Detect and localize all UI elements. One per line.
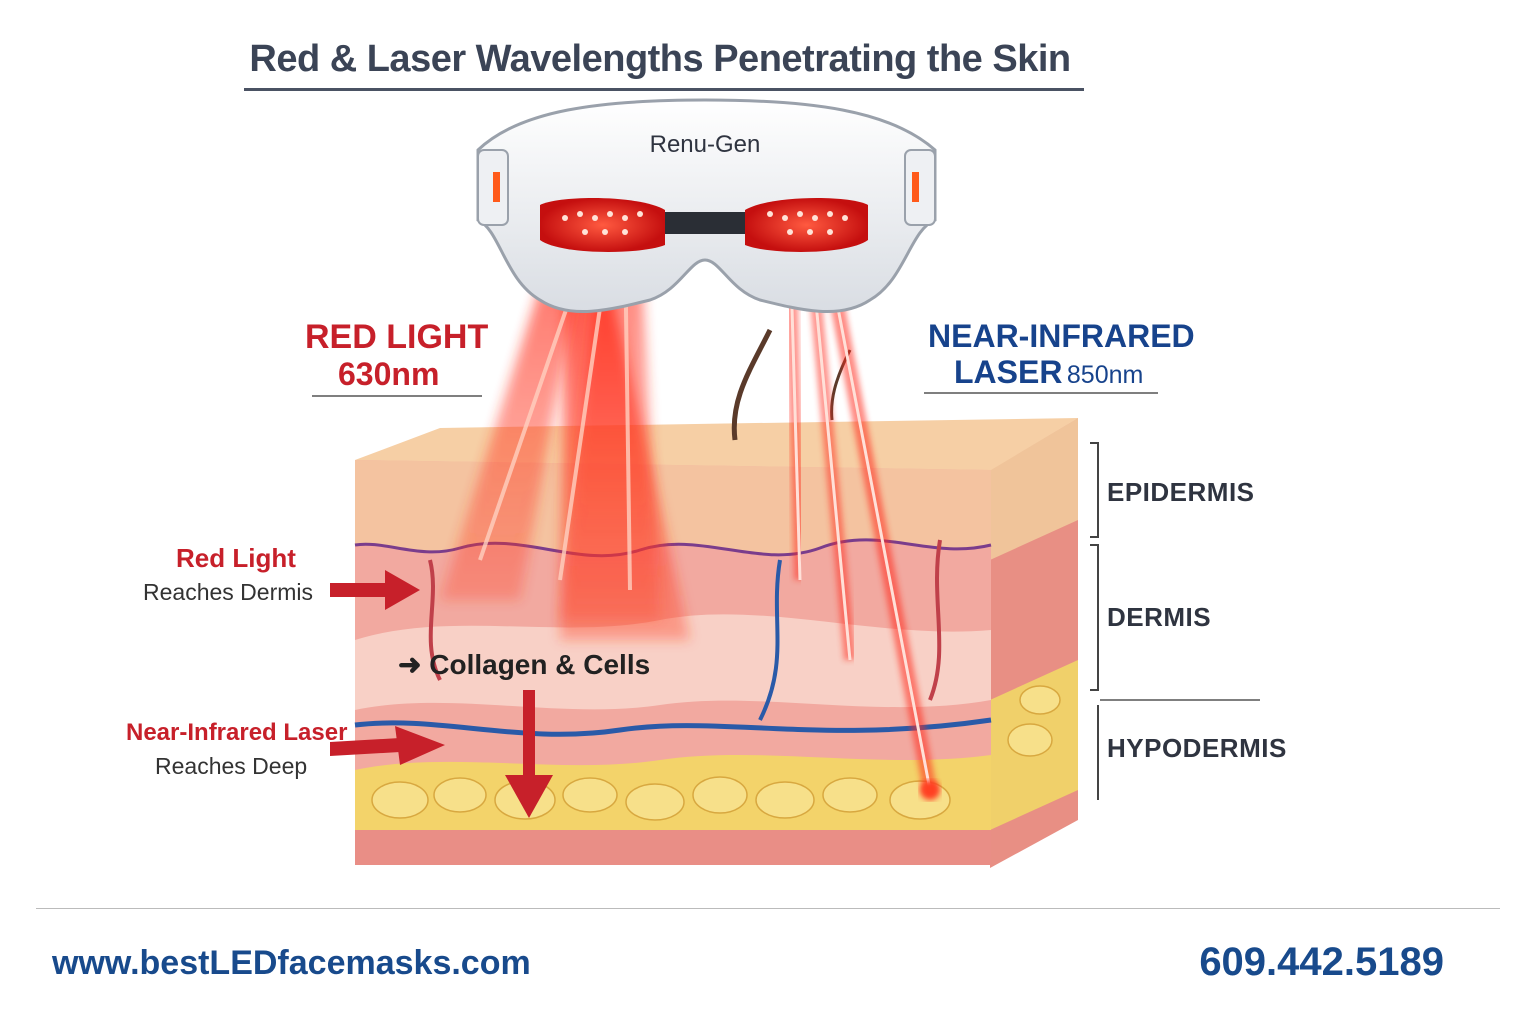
nir-laser-label-line1: NEAR-INFRARED (928, 318, 1195, 354)
collagen-down-arrow (505, 690, 553, 818)
blood-vessel (354, 717, 992, 737)
collagen-label: ➜ Collagen & Cells (398, 648, 650, 681)
layer-brackets (1090, 442, 1099, 800)
footer-divider (36, 908, 1500, 909)
nir-laser-arrow (330, 726, 445, 765)
footer-website-link[interactable]: www.bestLEDfacemasks.com (52, 944, 531, 982)
page-title: Red & Laser Wavelengths Penetrating the … (249, 38, 1071, 80)
nir-laser-word: LASER (954, 354, 1063, 390)
led-mask-device (476, 98, 937, 313)
arrow-right-icon: ➜ (398, 649, 422, 680)
dermis-label: DERMIS (1107, 602, 1212, 632)
red-light-annotation-title: Red Light (176, 543, 296, 573)
nir-annotation-sub: Reaches Deep (155, 753, 308, 779)
title-underline (244, 88, 1084, 91)
red-light-wavelength: 630nm (338, 356, 440, 392)
hypodermis-label: HYPODERMIS (1107, 733, 1287, 763)
nir-laser-label-line2: LASER 850nm (954, 354, 1143, 391)
collagen-text: Collagen & Cells (429, 649, 651, 680)
red-light-label: RED LIGHT (305, 318, 489, 356)
footer-phone-number[interactable]: 609.442.5189 (1199, 940, 1444, 984)
epidermis-label: EPIDERMIS (1107, 477, 1255, 507)
nir-laser-wavelength: 850nm (1066, 361, 1144, 389)
red-light-annotation-sub: Reaches Dermis (143, 579, 313, 605)
red-light-arrow (330, 570, 420, 610)
device-brand-label: Renu-Gen (650, 131, 761, 158)
nir-annotation-title: Near-Infrared Laser (126, 719, 348, 746)
red-light-beams (440, 239, 690, 640)
